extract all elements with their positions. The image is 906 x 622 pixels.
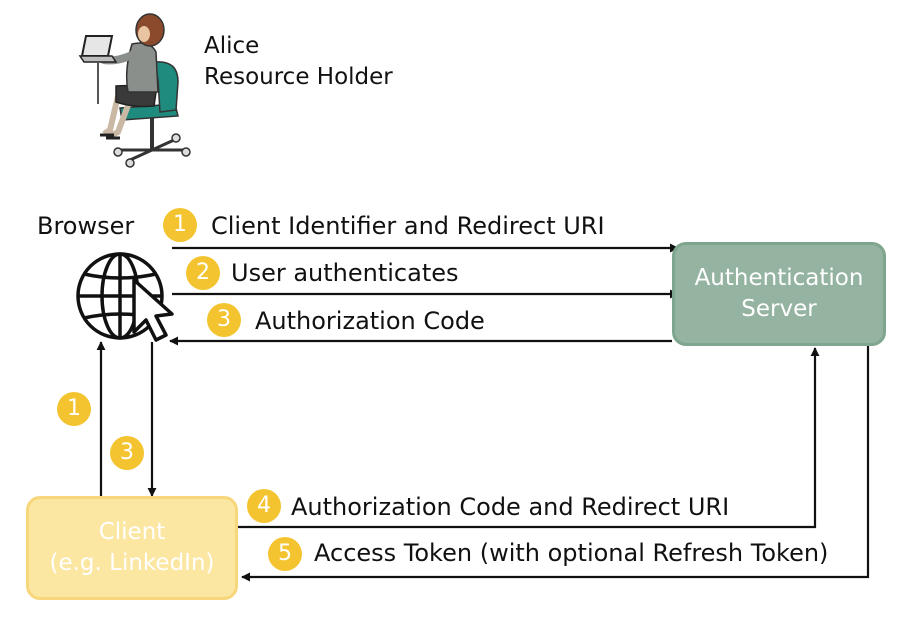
globe-cursor-icon [76, 252, 174, 342]
authentication-server-box: Authentication Server [672, 242, 886, 346]
step-label-user-authenticates: User authenticates [231, 259, 459, 287]
step-badge-3-top: 3 [207, 303, 241, 337]
step-badge-3-vertical: 3 [110, 436, 144, 470]
step-badge-5: 5 [268, 537, 302, 571]
step-badge-1-vertical: 1 [57, 392, 91, 426]
step-label-access-token: Access Token (with optional Refresh Toke… [314, 539, 829, 567]
step-badge-4: 4 [247, 489, 281, 523]
person-at-laptop-icon [78, 13, 191, 168]
step-label-client-identifier: Client Identifier and Redirect URI [211, 212, 605, 240]
browser-label: Browser [37, 212, 135, 240]
client-line1: Client [98, 518, 166, 545]
auth-server-line2: Server [741, 296, 817, 322]
person-role: Resource Holder [204, 64, 393, 90]
arrow-access-token [241, 346, 870, 582]
auth-server-line1: Authentication [694, 264, 864, 291]
step-badge-1-top: 1 [163, 208, 197, 242]
person-name: Alice [204, 33, 260, 59]
step-badge-2: 2 [186, 256, 220, 290]
client-box: Client (e.g. LinkedIn) [26, 496, 238, 600]
client-line2: (e.g. LinkedIn) [49, 550, 215, 576]
step-label-code-redirect: Authorization Code and Redirect URI [291, 493, 730, 521]
step-label-authorization-code: Authorization Code [255, 307, 485, 335]
arrow-code-redirect [238, 347, 820, 529]
